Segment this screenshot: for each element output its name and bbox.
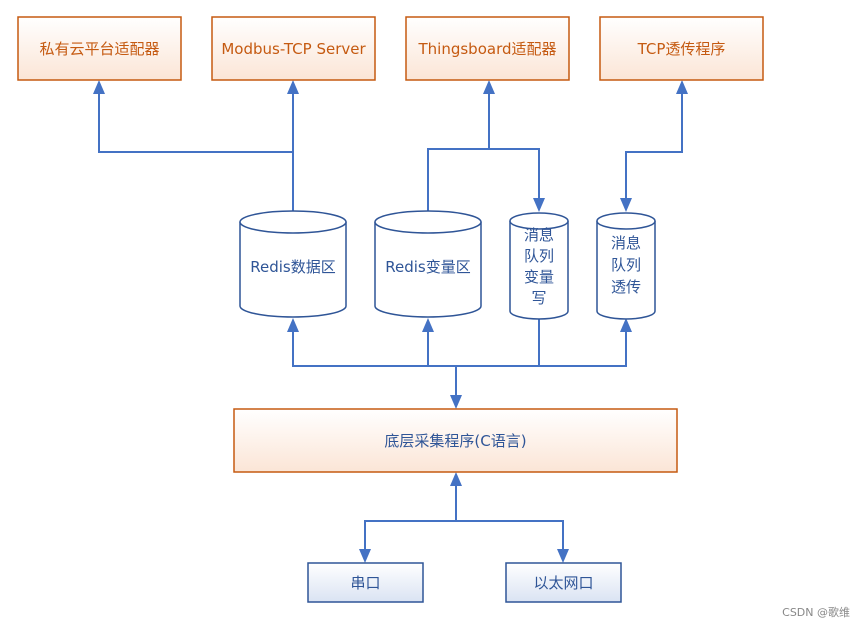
cylinder-label-line-2: 队列 [611, 256, 641, 274]
arrowhead-ethernet [557, 549, 569, 563]
arrowhead-thingsboard [483, 80, 495, 94]
cylinder-label-line-2: 队列 [524, 247, 554, 265]
interface-box-serial-port: 串口 [307, 562, 424, 603]
cylinder-label-line-3: 变量 [524, 268, 554, 286]
cylinder-redis-variable-area: Redis变量区 [374, 210, 482, 318]
top-box-label: Modbus-TCP Server [221, 40, 366, 58]
arrowhead-redis-var-bottom [422, 318, 434, 332]
arrowhead-collector-bottom [450, 472, 462, 486]
top-box-modbus-tcp-server: Modbus-TCP Server [211, 16, 376, 81]
top-box-tcp-transparent-program: TCP透传程序 [599, 16, 764, 81]
arrowheads [93, 80, 688, 563]
cylinder-label-line-1: 消息 [611, 234, 641, 252]
top-box-thingsboard-adapter: Thingsboard适配器 [405, 16, 570, 81]
cylinder-label-line-1: 消息 [524, 226, 554, 244]
cylinder-mq-transparent: 消息 队列 透传 [596, 212, 656, 320]
cylinder-label-line-3: 透传 [611, 278, 641, 296]
arrowhead-mq-transparent-top [620, 198, 632, 212]
cylinder-mq-variable-write: 消息 队列 变量 写 [509, 212, 569, 320]
arrowhead-private-cloud [93, 80, 105, 94]
arrowhead-collector-top [450, 395, 462, 409]
interface-box-ethernet-port: 以太网口 [505, 562, 622, 603]
connector-thingsboard-to-mq-write [489, 148, 540, 203]
arrowhead-mq-write-top [533, 198, 545, 212]
arrowhead-redis-data-bottom [287, 318, 299, 332]
cylinder-redis-data-area: Redis数据区 [239, 210, 347, 318]
top-box-label: Thingsboard适配器 [418, 40, 557, 58]
connector-redis-var-to-thingsboard [427, 88, 490, 212]
top-box-private-cloud-adapter: 私有云平台适配器 [17, 16, 182, 81]
interface-label: 串口 [350, 574, 380, 592]
cylinder-label: Redis变量区 [385, 258, 470, 276]
arrowhead-serial [359, 549, 371, 563]
connector-redis-data-to-top [98, 92, 294, 212]
top-box-label: 私有云平台适配器 [39, 40, 159, 58]
arrowhead-modbus [287, 80, 299, 94]
connector-interfaces-split [364, 520, 564, 554]
cylinder-label-line-4: 写 [531, 289, 546, 307]
arrowhead-tcp-program [676, 80, 688, 94]
interface-label: 以太网口 [533, 574, 593, 592]
connector-tcp-mq [625, 92, 683, 204]
connectors [98, 88, 683, 554]
cylinder-label: Redis数据区 [250, 258, 335, 276]
connector-bus [292, 326, 627, 367]
collector-box: 底层采集程序(C语言) [233, 408, 678, 473]
arrowhead-mq-transparent-bottom [620, 318, 632, 332]
collector-label: 底层采集程序(C语言) [384, 432, 526, 450]
top-box-label: TCP透传程序 [637, 40, 726, 58]
watermark: CSDN @歌维 [782, 605, 850, 619]
